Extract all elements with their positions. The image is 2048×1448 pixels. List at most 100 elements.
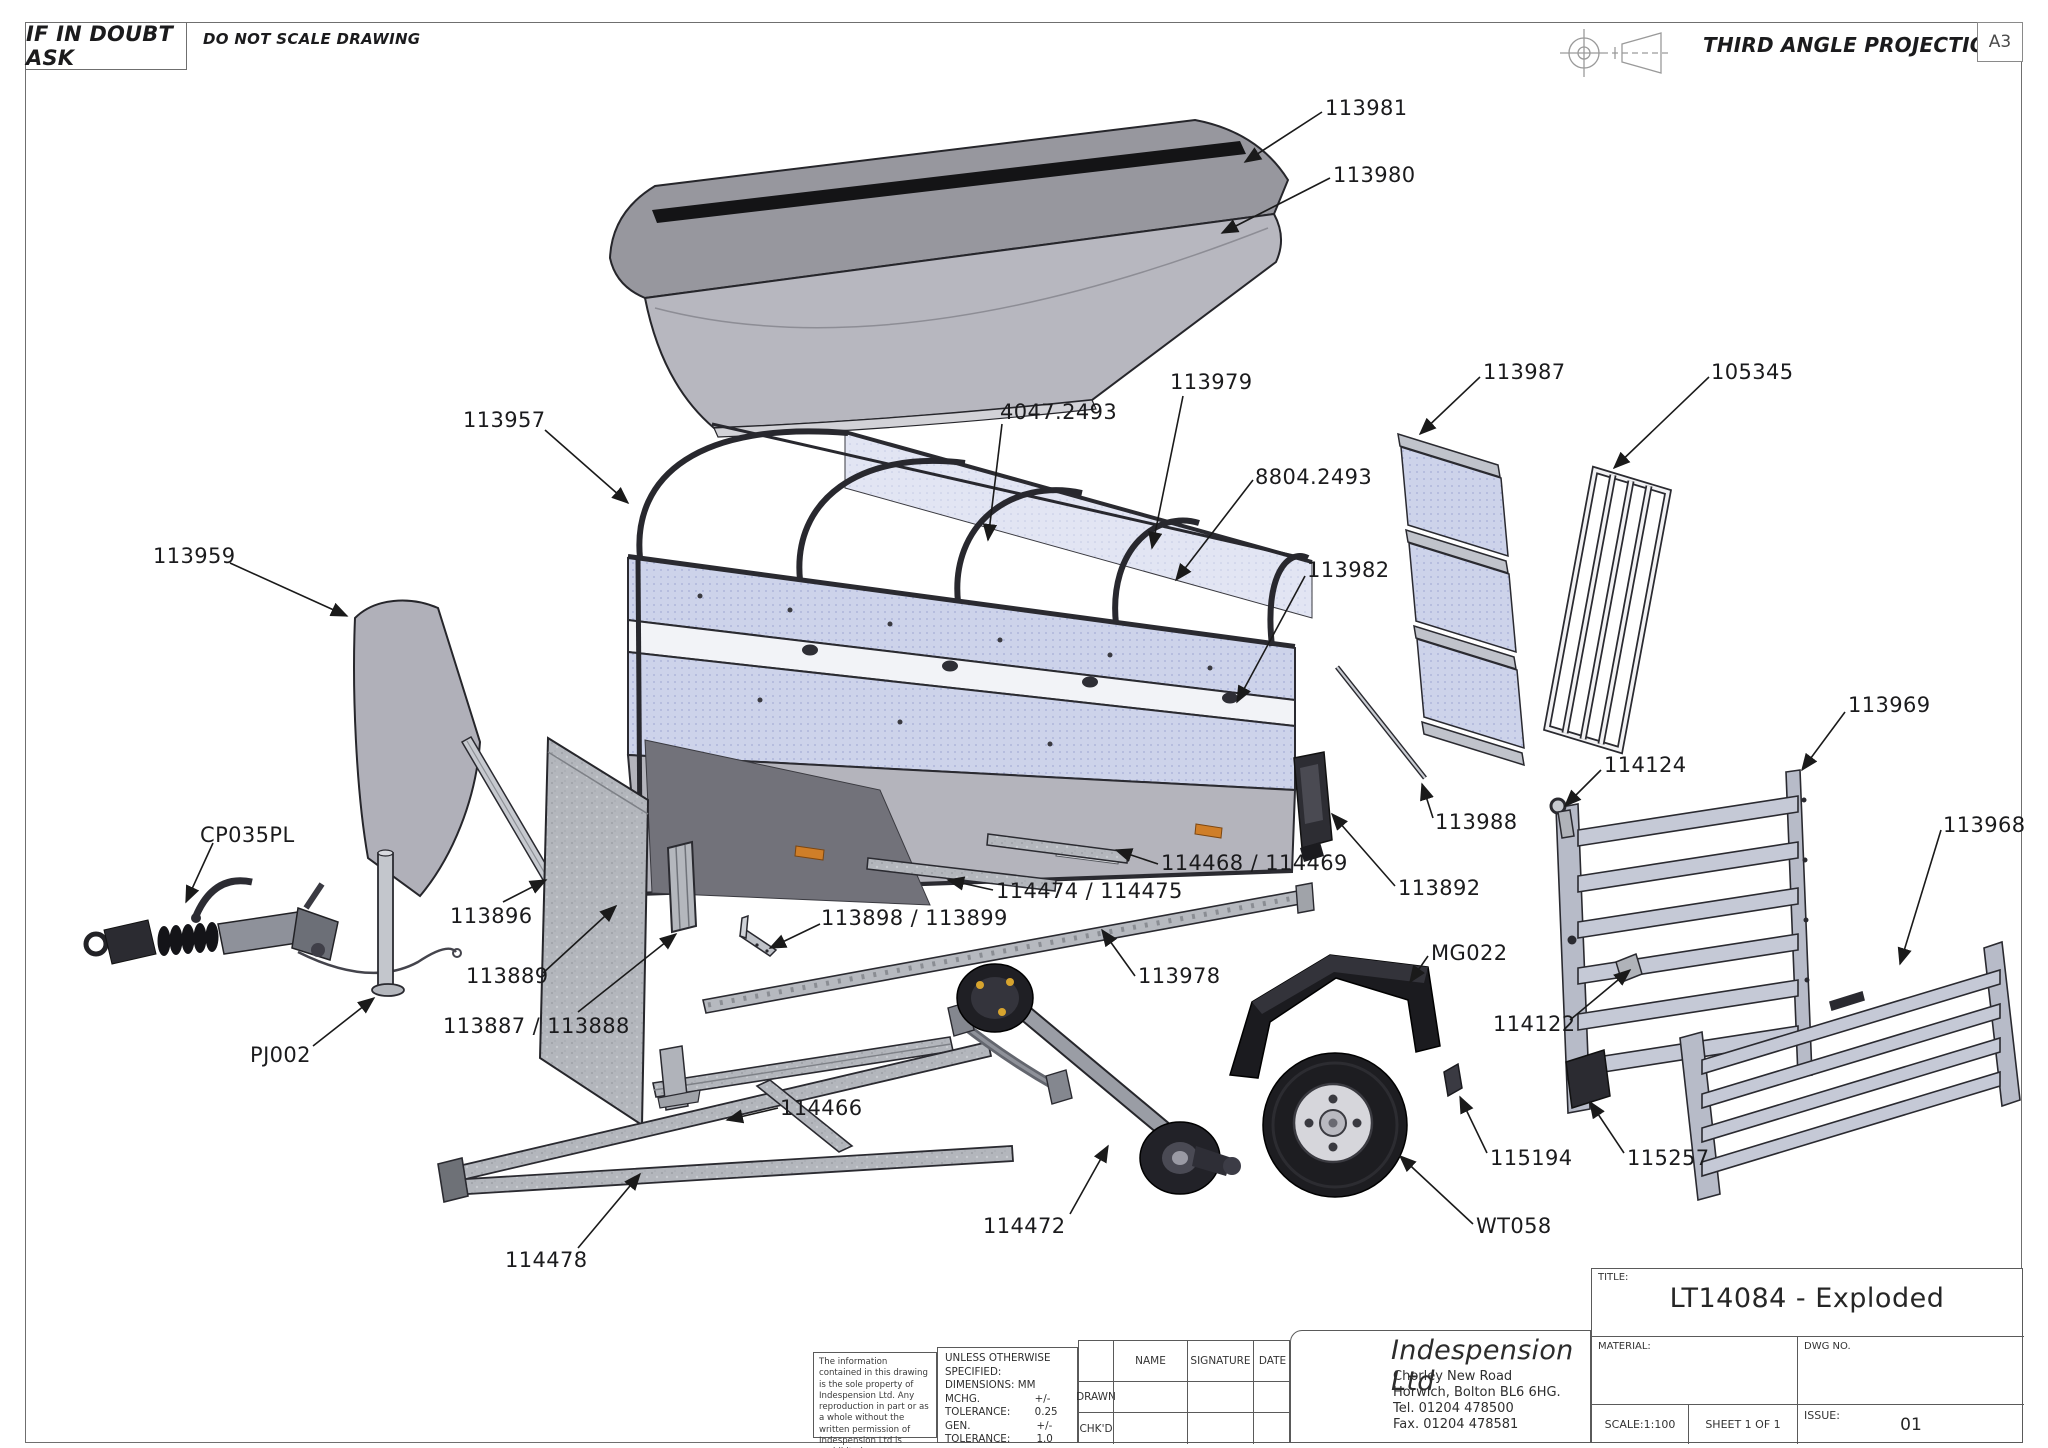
material-label: MATERIAL: — [1598, 1341, 1651, 1352]
issue-cell: ISSUE: 01 — [1798, 1405, 2024, 1444]
part-label-cp035pl: CP035PL — [200, 823, 295, 847]
signoff-drawn-label: DRAWN — [1076, 1381, 1116, 1412]
part-label-pj002: PJ002 — [250, 1043, 311, 1067]
part-label-wt058: WT058 — [1476, 1214, 1552, 1238]
part-gate-latch-114124 — [1549, 797, 1575, 839]
spec-gen-value: +/- 1.0 — [1036, 1419, 1053, 1446]
part-label-113987: 113987 — [1483, 360, 1566, 384]
part-rear-pillar — [1293, 751, 1333, 862]
spec-line2: DIMENSIONS: MM — [945, 1379, 1036, 1391]
company-address-line2: Horwich, Bolton BL6 6HG. — [1393, 1385, 1561, 1400]
part-long-rail — [702, 882, 1315, 1014]
part-floor-rails — [866, 833, 1129, 892]
part-bracket-115194 — [1443, 1062, 1463, 1098]
part-label-113978: 113978 — [1138, 964, 1221, 988]
signoff-table: NAME SIGNATURE DATE DRAWN CHK'D — [1076, 1340, 1291, 1444]
part-label-113889: 113889 — [466, 964, 549, 988]
spec-hole-row: HOLE CENTRES: +/- 0.25 — [945, 1447, 1071, 1448]
title-block: TITLE: LT14084 - Exploded MATERIAL: DWG … — [1591, 1268, 2024, 1444]
part-label-113892: 113892 — [1398, 876, 1481, 900]
part-label-113898-113899: 113898 / 113899 — [821, 906, 1008, 930]
spec-gen-row: GEN. TOLERANCE: +/- 1.0 — [945, 1420, 1071, 1447]
part-roof-cover — [608, 118, 1290, 438]
title-label: TITLE: — [1598, 1272, 1629, 1283]
part-ladder-gate-2 — [1679, 940, 2021, 1202]
signoff-chkd-name-cell — [1113, 1412, 1187, 1444]
company-address-line1: Chorley New Road — [1393, 1369, 1513, 1384]
paper-size-text: A3 — [1988, 32, 2012, 52]
part-corner-channel — [666, 840, 698, 934]
signoff-corner-cell — [1079, 1341, 1113, 1381]
leader-lines — [185, 111, 1942, 1249]
third-angle-projection-icon — [1560, 29, 1668, 77]
signoff-signature-header: SIGNATURE — [1187, 1341, 1253, 1381]
signoff-date-header: DATE — [1253, 1341, 1291, 1381]
company-block: Indespension Ltd Chorley New Road Horwic… — [1290, 1330, 1591, 1443]
paper-size-box: A3 — [1977, 22, 2023, 62]
scale-cell: SCALE:1:100 — [1592, 1405, 1689, 1444]
part-label-115257: 115257 — [1627, 1146, 1710, 1170]
drawing-title: LT14084 - Exploded — [1669, 1283, 1945, 1314]
company-name: Indespension Ltd — [1391, 1335, 1574, 1397]
dwg-no-cell: DWG NO. — [1798, 1336, 2024, 1404]
part-label-mg022: MG022 — [1431, 941, 1508, 965]
issue-value: 01 — [1900, 1414, 1922, 1435]
part-label-113959: 113959 — [153, 544, 236, 568]
part-label-105345: 105345 — [1711, 360, 1794, 384]
part-label-114468-114469: 114468 / 114469 — [1161, 851, 1348, 875]
part-label-114474-114475: 114474 / 114475 — [996, 879, 1183, 903]
part-label-114472: 114472 — [983, 1214, 1066, 1238]
part-label-114124: 114124 — [1604, 753, 1687, 777]
part-label-113979: 113979 — [1170, 370, 1253, 394]
spec-mchg-label: MCHG. TOLERANCE: — [945, 1392, 1011, 1419]
part-tie-rod — [1335, 665, 1427, 780]
part-label-113988: 113988 — [1435, 810, 1518, 834]
signoff-name-header: NAME — [1113, 1341, 1187, 1381]
part-drawbar-frame — [437, 1040, 1014, 1203]
part-label-114122: 114122 — [1493, 1012, 1576, 1036]
company-address: Chorley New Road Horwich, Bolton BL6 6HG… — [1393, 1369, 1561, 1433]
part-label-113969: 113969 — [1848, 693, 1931, 717]
part-mudguard — [1229, 954, 1441, 1079]
third-angle-projection-text: THIRD ANGLE PROJECTION — [1703, 33, 2004, 57]
part-side-panel — [353, 599, 482, 898]
signoff-drawn-signature-cell — [1187, 1381, 1253, 1412]
signoff-chkd-signature-cell — [1187, 1412, 1253, 1444]
part-wheel — [1262, 1052, 1408, 1198]
company-fax: Fax. 01204 478581 — [1393, 1417, 1519, 1432]
part-mesh-panel-stack — [1397, 432, 1525, 767]
part-label-113981: 113981 — [1325, 96, 1408, 120]
if-in-doubt-box: IF IN DOUBT ASK — [25, 22, 187, 70]
spec-hole-value: +/- 0.25 — [1029, 1447, 1071, 1448]
company-tel: Tel. 01204 478500 — [1393, 1401, 1514, 1416]
part-label-114478: 114478 — [505, 1248, 588, 1272]
dwg-no-label: DWG NO. — [1804, 1341, 1851, 1352]
part-label-113982: 113982 — [1307, 558, 1390, 582]
part-label-114466: 114466 — [780, 1096, 863, 1120]
tolerance-block: UNLESS OTHERWISE SPECIFIED: DIMENSIONS: … — [937, 1347, 1078, 1448]
part-label-113887-113888: 113887 / 113888 — [443, 1014, 630, 1038]
spec-line1: UNLESS OTHERWISE SPECIFIED: — [945, 1352, 1051, 1378]
part-prop-stand — [371, 849, 405, 997]
spec-hole-label: HOLE CENTRES: — [945, 1447, 1028, 1448]
signoff-chkd-date-cell — [1253, 1412, 1291, 1444]
spec-mchg-value: +/- 0.25 — [1034, 1392, 1058, 1419]
issue-label: ISSUE: — [1804, 1409, 1840, 1422]
part-flap-115257 — [1565, 1049, 1611, 1109]
part-label-113896: 113896 — [450, 904, 533, 928]
part-label-113980: 113980 — [1333, 163, 1416, 187]
part-label-4047-2493: 4047.2493 — [1000, 400, 1118, 424]
part-front-board — [538, 736, 650, 1127]
part-label-8804-2493: 8804.2493 — [1255, 465, 1373, 489]
part-axle — [947, 963, 1241, 1195]
spec-gen-label: GEN. TOLERANCE: — [945, 1419, 1011, 1446]
title-block-bottom-row: SCALE:1:100 SHEET 1 OF 1 ISSUE: 01 — [1592, 1404, 2024, 1444]
sheet-cell: SHEET 1 OF 1 — [1689, 1405, 1798, 1444]
material-cell: MATERIAL: — [1592, 1336, 1798, 1404]
part-corner-bracket — [738, 914, 778, 957]
signoff-drawn-date-cell — [1253, 1381, 1291, 1412]
part-label-113957: 113957 — [463, 408, 546, 432]
signoff-chkd-label: CHK'D — [1079, 1412, 1113, 1444]
